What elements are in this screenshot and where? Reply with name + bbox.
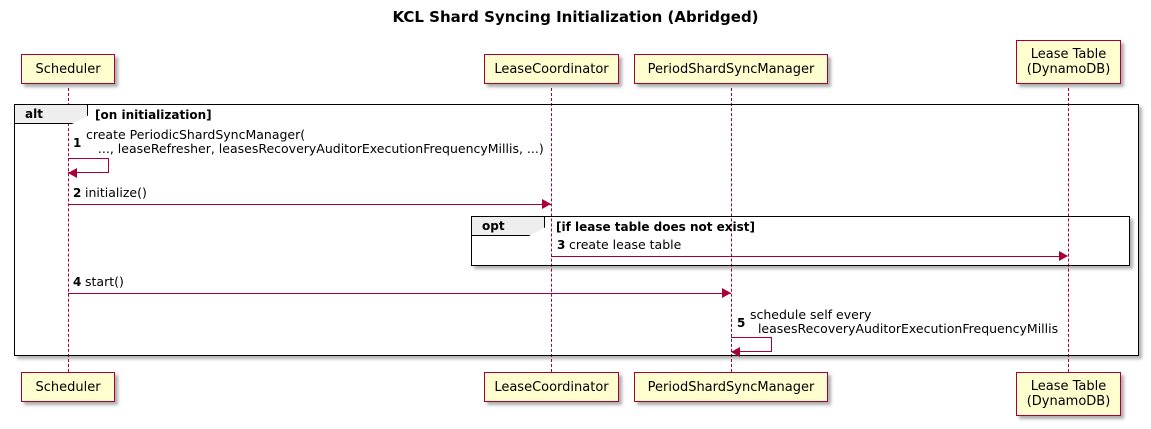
fragment-alt-guard: [on initialization]: [95, 108, 212, 122]
message-1-self-loop: [68, 158, 109, 173]
participant-scheduler-top[interactable]: Scheduler: [21, 54, 115, 84]
participant-label: LeaseCoordinator: [494, 61, 609, 77]
participant-label: PeriodShardSyncManager: [647, 61, 815, 77]
message-3-text: create lease table: [569, 237, 682, 252]
fragment-opt-tab: opt: [472, 217, 545, 236]
message-1-number: 1: [73, 136, 82, 150]
lifeline-scheduler: [68, 88, 69, 372]
participant-period-shard-sync-manager-top[interactable]: PeriodShardSyncManager: [634, 54, 828, 84]
message-3-number: 3: [557, 238, 566, 252]
message-4-line: [68, 293, 731, 294]
message-2-line: [68, 204, 551, 205]
fragment-alt-label: alt: [25, 107, 43, 121]
lifeline-lease-coordinator: [551, 88, 552, 372]
message-1-arrowhead: [68, 168, 77, 178]
fragment-opt-guard: [if lease table does not exist]: [556, 220, 756, 234]
message-4-text: start(): [85, 274, 124, 289]
message-4-arrowhead: [722, 288, 731, 298]
fragment-alt-tab: alt: [15, 105, 88, 124]
lifeline-lease-table: [1068, 88, 1069, 372]
participant-lease-table-bottom[interactable]: Lease Table (DynamoDB): [1016, 372, 1121, 416]
participant-lease-coordinator-bottom[interactable]: LeaseCoordinator: [484, 372, 619, 402]
message-2-text: initialize(): [85, 185, 147, 200]
message-5-arrowhead: [731, 347, 740, 357]
participant-label: LeaseCoordinator: [494, 379, 609, 395]
participant-scheduler-bottom[interactable]: Scheduler: [21, 372, 115, 402]
participant-period-shard-sync-manager-bottom[interactable]: PeriodShardSyncManager: [634, 372, 828, 402]
message-4-number: 4: [73, 275, 82, 289]
participant-label: Lease Table (DynamoDB): [1026, 47, 1111, 77]
participant-label: Scheduler: [35, 61, 101, 77]
fragment-opt-label: opt: [482, 219, 505, 233]
page-title: KCL Shard Syncing Initialization (Abridg…: [392, 8, 759, 26]
lifeline-period-shard-sync-manager: [731, 88, 732, 372]
message-5-text: schedule self every leasesRecoveryAudito…: [750, 307, 1059, 336]
fragment-alt: [14, 104, 1139, 356]
participant-label: PeriodShardSyncManager: [647, 379, 815, 395]
message-2-number: 2: [73, 186, 82, 200]
message-3-arrowhead: [1059, 251, 1068, 261]
message-3-line: [551, 256, 1059, 257]
participant-label: Scheduler: [35, 379, 101, 395]
participant-lease-table-top[interactable]: Lease Table (DynamoDB): [1016, 40, 1121, 84]
message-5-number: 5: [737, 316, 746, 330]
message-1-text: create PeriodicShardSyncManager( ..., le…: [86, 127, 544, 156]
message-5-self-loop: [731, 337, 772, 352]
message-2-arrowhead: [542, 199, 551, 209]
participant-label: Lease Table (DynamoDB): [1026, 379, 1111, 409]
participant-lease-coordinator-top[interactable]: LeaseCoordinator: [484, 54, 619, 84]
fragment-opt: [471, 216, 1130, 266]
